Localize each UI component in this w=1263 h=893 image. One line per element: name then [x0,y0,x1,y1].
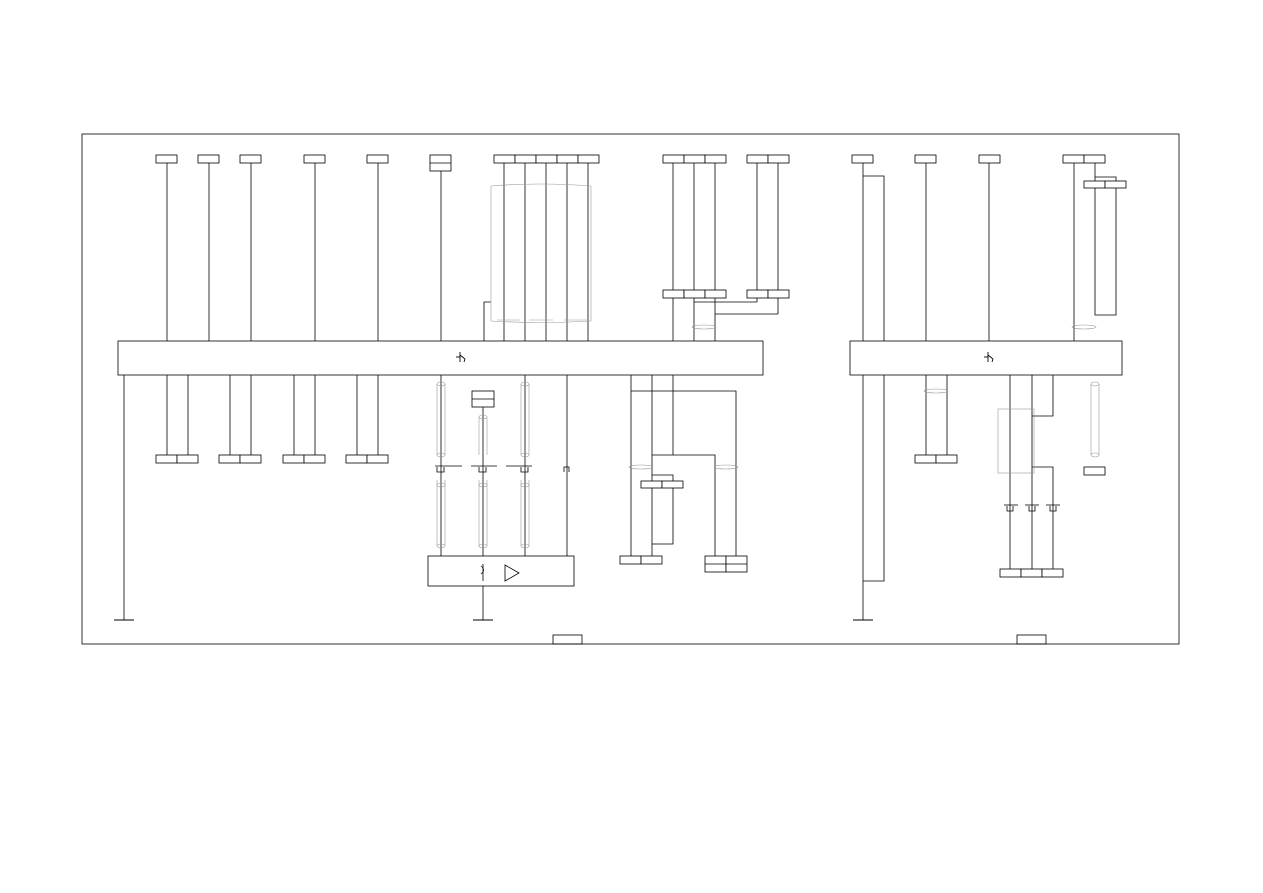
inline-connector [176,454,199,464]
connector-pin [767,154,790,164]
diagram-frame [81,133,1180,645]
cable-shields-upper [490,183,1097,330]
module-b-box [849,340,1123,376]
inline-connectors-upper [662,180,1127,299]
inline-connector [999,568,1022,578]
inline-connector [640,555,663,565]
wires-upper [166,163,1117,341]
inline-connectors-lower-b [914,454,1106,578]
inline-connector [218,454,241,464]
connector-pin [514,154,537,164]
connector-pin [493,154,516,164]
module-a-box [117,340,764,376]
inline-connector [239,454,262,464]
module-ground-symbol [456,352,466,363]
connector-pin [535,154,558,164]
splice-marks-b [1004,504,1060,512]
inline-connector [661,480,684,489]
page-tab-right [1016,634,1047,645]
inline-connector [1104,180,1127,189]
inline-connector [1041,568,1064,578]
inline-connector [1083,180,1106,189]
connector-pin [683,154,706,164]
top-connectors [155,154,1106,172]
connector-pin [662,154,685,164]
inline-connector [914,454,937,464]
connector-pin [577,154,600,164]
page-tab-left [552,634,583,645]
connector-pin [1083,154,1106,164]
module-b [849,340,1123,376]
wires-lower-a [123,375,737,620]
inline-connector [704,289,727,299]
inline-connector [683,289,706,299]
buffer-triangle-symbol [504,564,520,582]
coil-symbol [480,564,484,581]
module-ground-symbol [984,352,994,363]
connector-pin [556,154,579,164]
connector-pin [746,154,769,164]
connector-pin [851,154,874,164]
connector-pin [1062,154,1085,164]
connector-pin [239,154,262,164]
inline-connector [640,480,663,489]
inline-connector [746,289,769,299]
inline-connector [619,555,642,565]
connector-pin [303,154,326,164]
connector-pin [704,154,727,164]
buffer-amplifier [427,555,575,587]
module-a [117,340,764,376]
inline-connector [1083,466,1106,476]
inline-connector [935,454,958,464]
connector-pin [978,154,1001,164]
inline-connector [767,289,790,299]
inline-connector [1020,568,1043,578]
cable-shields-lower-a [436,381,739,549]
splice-marks-a [435,465,570,473]
connector-pin [197,154,220,164]
inline-connector [662,289,685,299]
buffer-amplifier-box [427,555,575,587]
connector-pin [914,154,937,164]
inline-connector [282,454,305,464]
inline-connector [366,454,389,464]
cable-shields-lower-b [923,381,1100,474]
connector-pin [155,154,178,164]
inline-connectors-lower-a [155,390,748,573]
inline-connector [303,454,326,464]
inline-connector [345,454,368,464]
inline-connector [155,454,178,464]
wires-lower-b [862,375,1054,620]
connector-pin [366,154,389,164]
